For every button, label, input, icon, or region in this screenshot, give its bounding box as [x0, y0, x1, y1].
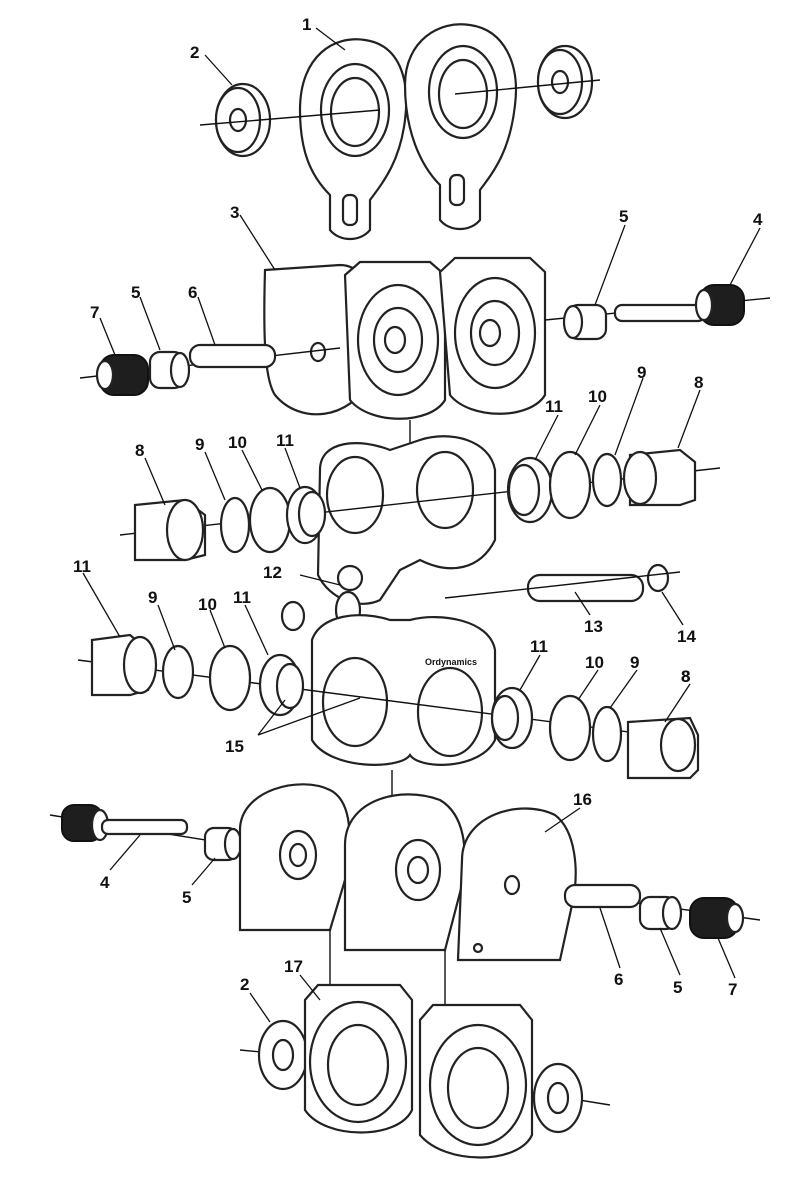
center-body-upper: [316, 435, 497, 605]
callout-5: 5: [131, 283, 140, 302]
washer-2-bottom-right: [532, 1062, 584, 1134]
callout-15: 15: [225, 737, 244, 756]
callout-5: 5: [182, 888, 191, 907]
callout-2: 2: [240, 975, 249, 994]
sheave-17-left: [303, 983, 414, 1134]
callout-8: 8: [135, 441, 144, 460]
upper-sheave-3b: [438, 256, 547, 415]
ring-11-right-row2: [490, 686, 534, 750]
callout-labels: 1 2 3 4 5 5 6 7 8 9 10 11 8 9 10 11 11 1…: [73, 15, 763, 999]
callout-7: 7: [728, 980, 737, 999]
callout-1: 1: [302, 15, 311, 34]
washer-2-right: [536, 44, 594, 120]
lower-plate-left: [238, 783, 351, 932]
lower-plate-16: [456, 807, 577, 962]
clip-12-ring: [280, 600, 306, 632]
brand-mark-text: Ordynamics: [425, 657, 477, 667]
callout-8: 8: [681, 667, 690, 686]
callout-6: 6: [188, 283, 197, 302]
callout-11: 11: [530, 637, 548, 656]
callout-10: 10: [198, 595, 217, 614]
pin-4-lower: [100, 818, 189, 836]
callout-9: 9: [195, 435, 204, 454]
callout-4: 4: [753, 210, 763, 229]
callout-5: 5: [673, 978, 682, 997]
callout-13: 13: [584, 617, 603, 636]
clip-14: [646, 563, 670, 593]
callout-10: 10: [588, 387, 607, 406]
bearing-8-left-row2: [90, 633, 158, 697]
upper-sheave-3a: [343, 260, 447, 420]
callout-16: 16: [573, 790, 592, 809]
callout-7: 7: [90, 303, 99, 322]
bushing-5-upper-left: [148, 350, 191, 390]
callout-14: 14: [677, 627, 696, 646]
callout-2: 2: [190, 43, 199, 62]
callout-9: 9: [148, 588, 157, 607]
ring-10-right-row1: [548, 450, 592, 520]
ring-10-left-row1: [248, 486, 292, 554]
side-plate-1-right: [403, 23, 517, 231]
shaft-6-lower: [563, 883, 642, 909]
side-plate-1-left: [298, 38, 408, 241]
knob-4-upper: [694, 284, 745, 326]
callout-9: 9: [630, 653, 639, 672]
pin-4-upper: [613, 303, 707, 323]
callout-8: 8: [681, 667, 690, 686]
bushing-5-lower-right: [638, 895, 683, 931]
bearing-8-right-row2: [626, 716, 700, 780]
center-body-lower: Ordynamics: [310, 614, 497, 766]
bushing-5-lower-left: [203, 826, 243, 862]
bushing-5-upper-right: [562, 303, 608, 341]
ring-11-left-row1: [285, 485, 327, 545]
callout-5: 5: [619, 207, 628, 226]
shaft-13: [526, 573, 645, 603]
knob-7-lower: [689, 897, 745, 939]
callout-3: 3: [230, 203, 239, 222]
callout-10: 10: [228, 433, 247, 452]
callout-4: 4: [100, 873, 110, 892]
shaft-6-upper: [188, 343, 277, 369]
callout-8: 8: [694, 373, 703, 392]
ring-11-left-row2: [258, 653, 305, 717]
callout-10: 10: [585, 653, 604, 672]
lower-plate-center: [343, 793, 466, 952]
ring-11-right-row1: [506, 456, 554, 524]
knob-4-lower: [61, 804, 110, 842]
bearing-8-right-row1: [622, 448, 697, 507]
ring-10-right-row2: [548, 694, 592, 762]
ring-9-right-row2: [591, 705, 623, 763]
callout-11: 11: [233, 588, 251, 607]
ring-9-left-row1: [219, 496, 251, 554]
knob-7-upper: [95, 354, 149, 396]
callout-9: 9: [637, 363, 646, 382]
sheave-17-right: [418, 1003, 534, 1159]
ring-9-right-row1: [591, 452, 623, 508]
callout-8: 11: [73, 557, 91, 576]
ring-10-left-row2: [208, 644, 252, 712]
callout-17: 17: [284, 957, 303, 976]
callout-11: 11: [545, 397, 563, 416]
leader-lines: [82, 27, 761, 1023]
washer-2-bottom-left: [257, 1019, 309, 1091]
callout-12: 12: [263, 563, 282, 582]
ring-9-left-row2: [161, 644, 195, 700]
callout-11: 11: [276, 431, 294, 450]
washer-2-left: [214, 82, 272, 158]
callout-6: 6: [614, 970, 623, 989]
bearing-8-left-row1: [133, 498, 207, 562]
